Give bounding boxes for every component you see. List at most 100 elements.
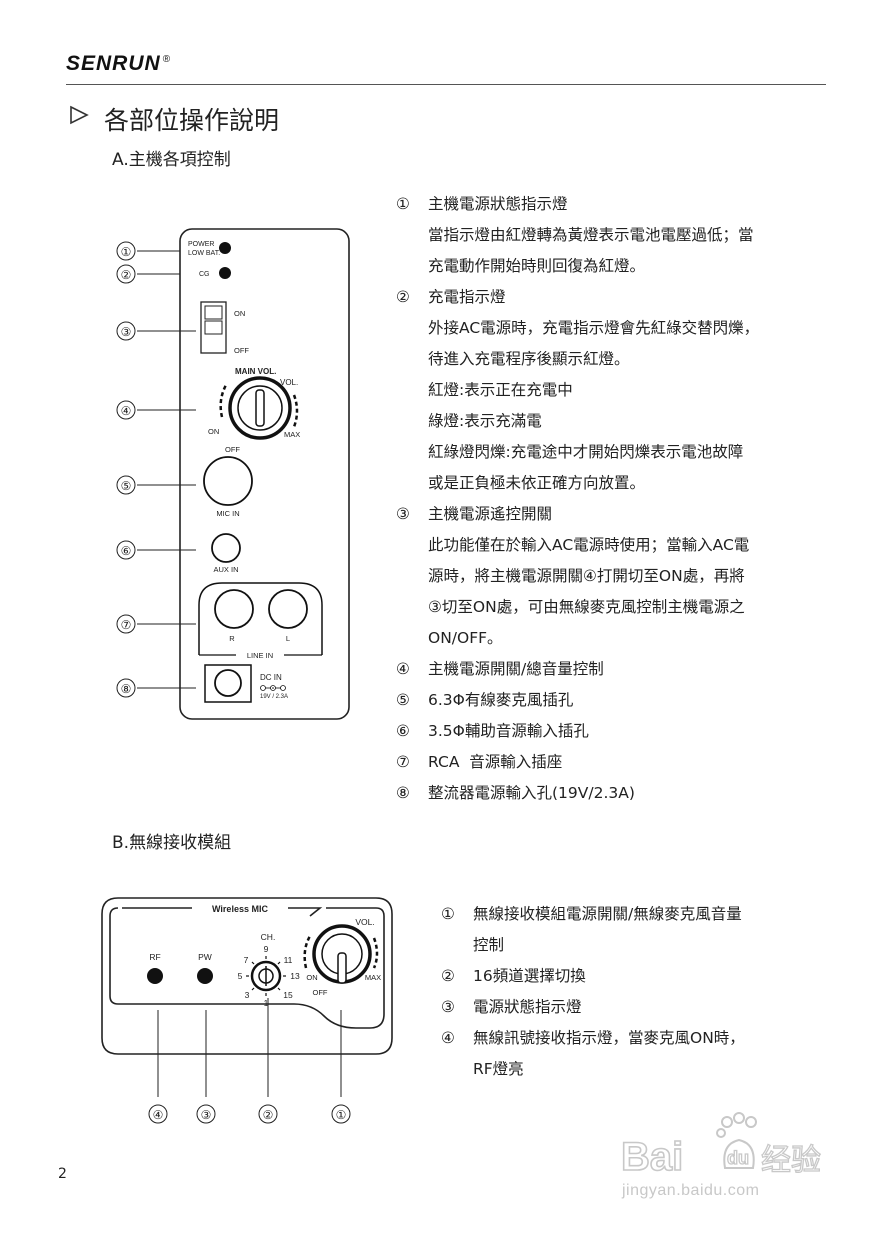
dc-in-frame: [204, 664, 252, 703]
ch-7-label: 7: [244, 955, 249, 965]
ch-5-label: 5: [238, 971, 243, 981]
knob-off-label: OFF: [225, 445, 240, 454]
dc-polarity-icon: [260, 685, 286, 691]
module-max-label: MAX: [365, 973, 381, 982]
svg-text:经验: 经验: [761, 1144, 821, 1177]
dc-in-jack[interactable]: [214, 669, 242, 697]
header-rule: [66, 84, 826, 85]
callout-5: ⑤: [116, 475, 196, 495]
knob-on-label: ON: [208, 427, 219, 436]
ch-9-label: 9: [264, 944, 269, 954]
rca-right-jack[interactable]: [214, 589, 254, 629]
callout-4: ④: [116, 400, 196, 420]
power-label: POWER: [188, 241, 214, 248]
wireless-module-diagram: Wireless MIC RF PW CH. 9 7 11 5 13 3 15 …: [101, 897, 393, 1124]
ch-1-label: 1: [264, 998, 269, 1008]
svg-text:②: ②: [121, 268, 132, 282]
main-vol-label: MAIN VOL.: [235, 367, 276, 376]
aux-in-jack[interactable]: [211, 533, 241, 563]
svg-text:①: ①: [121, 245, 132, 259]
main-unit-panel-diagram: ① ② ③ ④ ⑤ ⑥ ⑦ ⑧ POWER LOW BAT. CG ON OFF…: [116, 228, 350, 720]
svg-text:③: ③: [201, 1108, 212, 1122]
svg-text:②: ②: [263, 1108, 274, 1122]
module-rotate-arrow-right-icon: [372, 937, 379, 969]
power-led-icon: [219, 242, 231, 254]
remote-power-switch[interactable]: [200, 301, 227, 354]
ch-13-label: 13: [290, 971, 300, 981]
svg-text:④: ④: [121, 404, 132, 418]
rf-led-icon: [147, 968, 163, 984]
low-bat-label: LOW BAT.: [188, 250, 220, 257]
cg-label: CG: [199, 271, 210, 278]
knob-max-label: MAX: [284, 430, 300, 439]
charge-led-icon: [219, 267, 231, 279]
main-volume-knob[interactable]: [228, 376, 292, 440]
svg-text:③: ③: [121, 325, 132, 339]
channel-tick-marks: [246, 956, 286, 996]
dc-spec-label: 19V / 2.3A: [260, 694, 288, 700]
module-on-label: ON: [306, 973, 317, 982]
pw-label: PW: [198, 952, 212, 962]
callout-2: ②: [116, 264, 180, 284]
part-b-subtitle: B.無線接收模組: [112, 833, 232, 853]
callout-3: ③: [116, 321, 196, 341]
callout-b-3: ③: [196, 1104, 216, 1124]
switch-on-label: ON: [234, 309, 245, 318]
svg-text:①: ①: [336, 1108, 347, 1122]
callout-8: ⑧: [116, 678, 196, 698]
switch-off-label: OFF: [234, 346, 249, 355]
callout-6: ⑥: [116, 540, 196, 560]
ch-3-label: 3: [245, 990, 250, 1000]
rotate-arrow-left-icon: [219, 384, 228, 418]
svg-text:⑥: ⑥: [121, 544, 132, 558]
line-in-label: LINE IN: [247, 651, 273, 660]
brand-logo: SENRUN®: [66, 52, 172, 75]
mic-in-jack[interactable]: [203, 456, 253, 506]
pw-led-icon: [197, 968, 213, 984]
section-title: 各部位操作說明: [104, 106, 280, 135]
rotate-arrow-right-icon: [292, 394, 299, 428]
callout-b-2: ②: [258, 1104, 278, 1124]
part-a-subtitle: A.主機各項控制: [112, 150, 231, 170]
svg-text:⑧: ⑧: [121, 682, 132, 696]
ch-label: CH.: [261, 932, 276, 942]
triangle-arrow-right-icon: [68, 104, 90, 132]
panel-outline: [179, 228, 350, 720]
callout-b-4: ④: [148, 1104, 168, 1124]
module-outline: [101, 897, 393, 1055]
callout-1: ①: [116, 241, 180, 261]
svg-text:du: du: [727, 1148, 749, 1168]
callout-7: ⑦: [116, 614, 196, 634]
module-volume-knob[interactable]: [312, 924, 372, 984]
module-off-label: OFF: [313, 988, 328, 997]
module-rotate-arrow-left-icon: [303, 935, 312, 969]
svg-text:⑤: ⑤: [121, 479, 132, 493]
channel-selector-dial[interactable]: [250, 960, 282, 992]
ch-11-label: 11: [284, 955, 293, 965]
aux-in-label: AUX IN: [213, 565, 238, 574]
wireless-mic-label: Wireless MIC: [212, 904, 268, 914]
ch-15-label: 15: [283, 990, 293, 1000]
rca-left-jack[interactable]: [268, 589, 308, 629]
svg-text:⑦: ⑦: [121, 618, 132, 632]
watermark-url: jingyan.baidu.com: [622, 1182, 760, 1199]
line-in-frame: [198, 582, 323, 655]
baidu-watermark-logo: Bai du 经验: [621, 1112, 822, 1180]
vol-label: VOL.: [280, 378, 298, 387]
svg-text:Bai: Bai: [621, 1135, 683, 1179]
rca-l-label: L: [286, 634, 290, 643]
